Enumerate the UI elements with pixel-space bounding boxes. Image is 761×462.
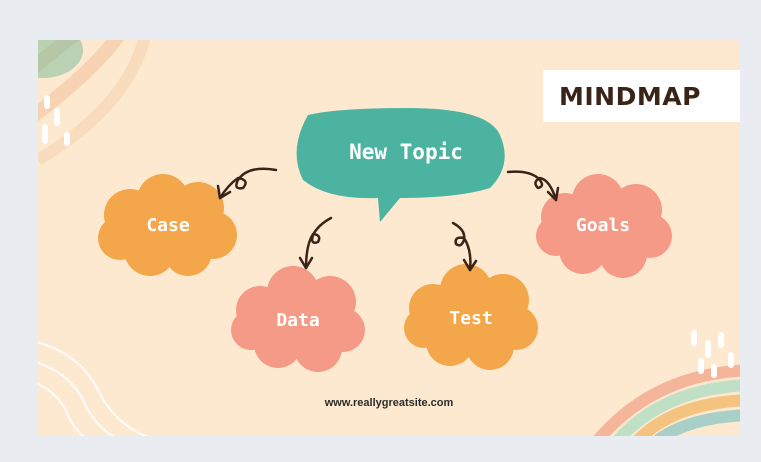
arrow-to-data [298,216,333,270]
website-footer: www.reallygreatsite.com [324,397,454,409]
cloud-case [98,174,237,276]
node-data-label: Data [276,310,320,331]
node-goals-label: Goals [575,215,631,236]
cloud-goals [536,174,672,278]
cloud-test [404,264,538,370]
node-test-label: Test [449,308,493,329]
decor-top-left-rainbow [38,40,151,166]
mindmap-slide: MINDMAP New Topic Case Goals Data Test w… [38,40,740,436]
node-case-label: Case [146,215,190,236]
cloud-data [231,266,365,372]
arrows [216,167,560,272]
mindmap-title: MINDMAP [559,81,701,111]
mindmap-artwork [38,40,740,436]
arrow-to-goals [506,170,560,202]
central-topic-label: New Topic [349,140,463,164]
title-card: MINDMAP [543,70,740,122]
arrow-to-case [216,167,278,200]
central-topic-bubble [296,108,505,222]
decor-bottom-right-rainbow [593,330,740,436]
arrow-to-test [451,221,478,272]
decor-bottom-left-lines [38,341,149,436]
